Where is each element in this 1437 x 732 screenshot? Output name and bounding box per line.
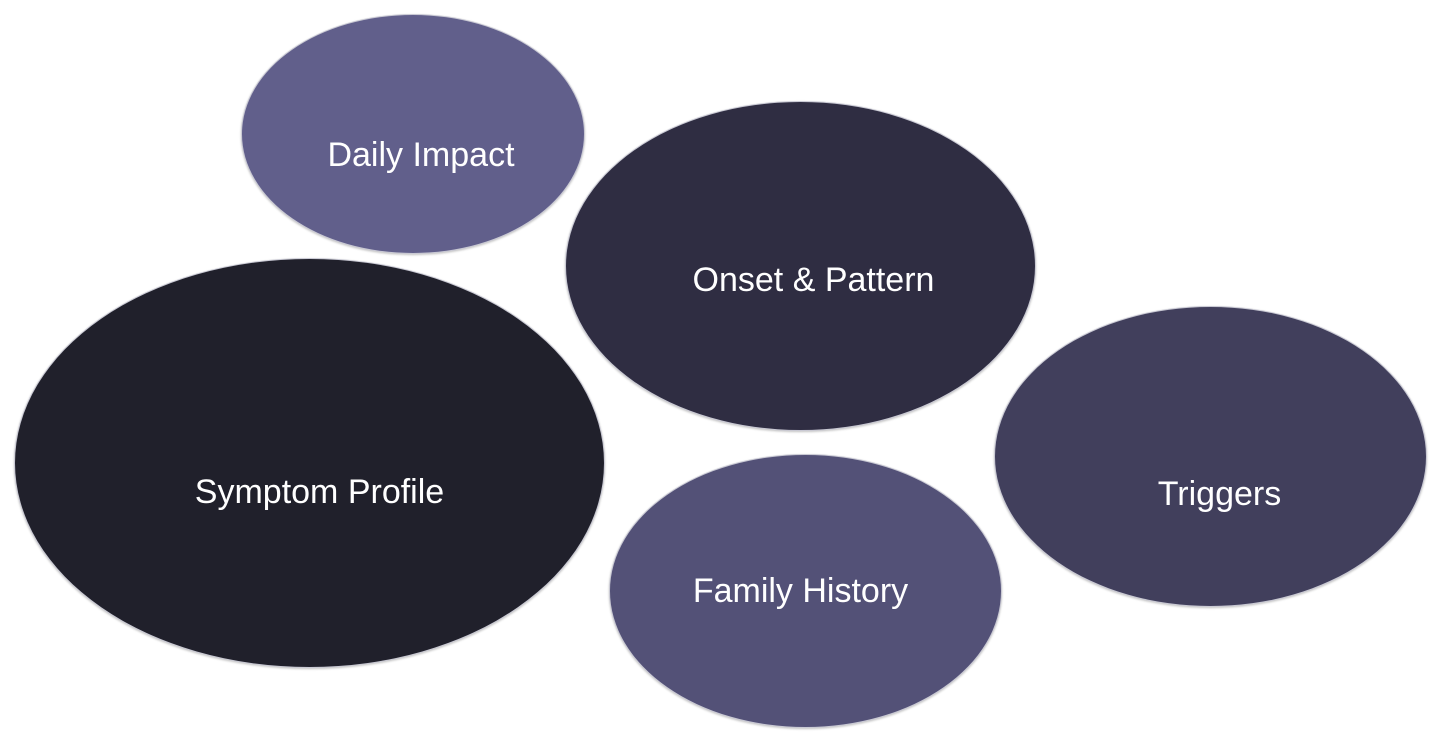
- bubble-family-history: Family History: [609, 454, 1002, 728]
- bubble-triggers: Triggers: [994, 306, 1427, 607]
- bubble-onset-pattern: Onset & Pattern: [565, 101, 1036, 431]
- bubble-daily-impact: Daily Impact: [241, 14, 585, 254]
- bubble-label-triggers: Triggers: [1157, 474, 1282, 513]
- bubble-label-onset-pattern: Onset & Pattern: [692, 261, 935, 299]
- bubble-label-symptom-profile: Symptom Profile: [194, 473, 445, 511]
- bubble-label-daily-impact: Daily Impact: [327, 136, 515, 174]
- bubble-label-family-history: Family History: [692, 572, 909, 610]
- bubble-symptom-profile: Symptom Profile: [14, 258, 605, 668]
